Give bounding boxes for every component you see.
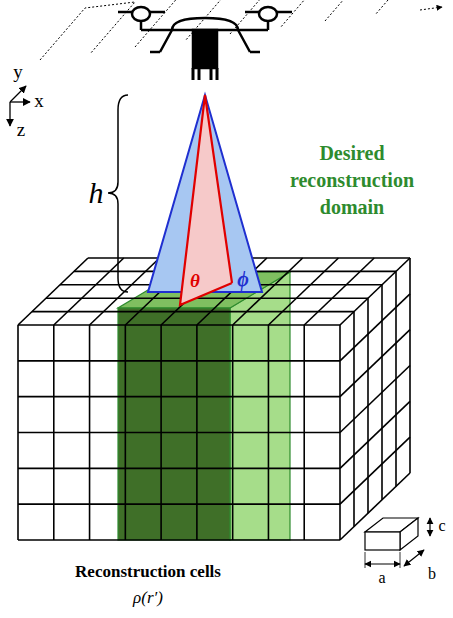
- symbol-label: x: [34, 91, 44, 111]
- height-brace: [108, 95, 128, 292]
- region-label: Desired reconstruction domain: [277, 140, 427, 221]
- sensor-cone: [148, 95, 262, 305]
- flight-path: [40, 0, 442, 60]
- symbol-label: c: [438, 518, 445, 535]
- symbol-label: a: [378, 570, 385, 587]
- symbol-label: y: [13, 62, 23, 82]
- symbol-label: θ: [190, 271, 200, 291]
- symbol-label: ϕ: [237, 269, 249, 290]
- drone: [118, 7, 292, 80]
- cell-dimension-cube: [365, 518, 430, 568]
- symbol-label: z: [17, 120, 25, 140]
- symbol-label: b: [428, 566, 436, 583]
- symbol-label: h: [89, 177, 104, 209]
- caption-label: ρ(r′): [133, 589, 163, 607]
- reconstruction-grid: [18, 258, 410, 540]
- caption-label: Reconstruction cells: [75, 563, 221, 581]
